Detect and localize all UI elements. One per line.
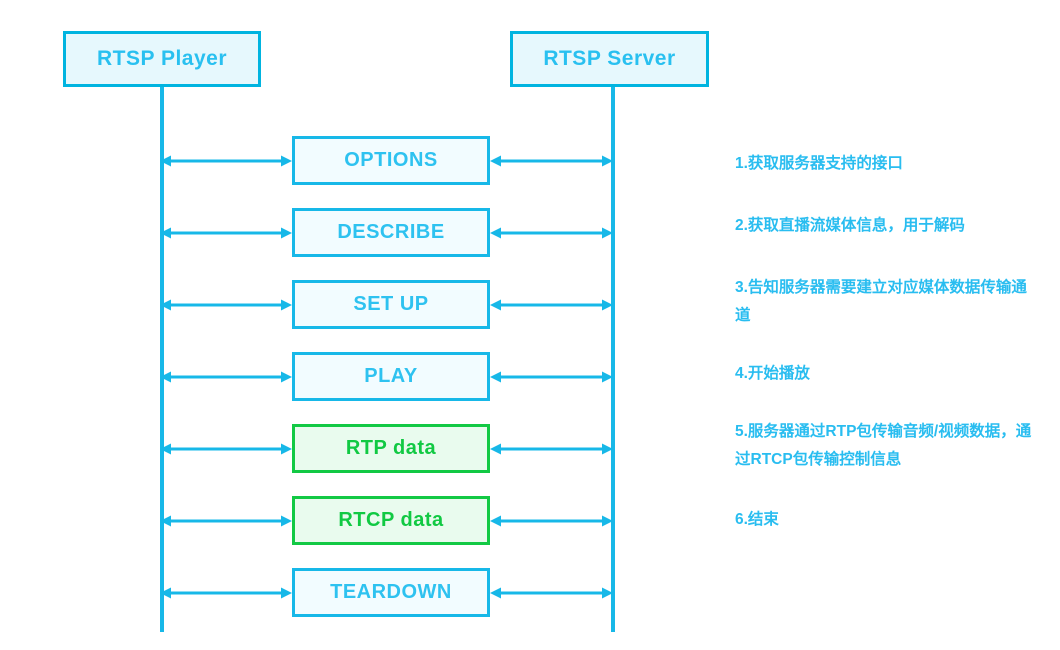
actor-label-rtsp-server: RTSP Server xyxy=(543,47,676,70)
arrow-rtp-data-right xyxy=(490,442,613,456)
arrow-describe-left xyxy=(160,226,292,240)
note-3: 3.告知服务器需要建立对应媒体数据传输通道 xyxy=(735,279,1027,324)
arrow-rtp-data-left xyxy=(160,442,292,456)
arrow-teardown-left xyxy=(160,586,292,600)
arrow-set-up-left xyxy=(160,298,292,312)
arrow-describe-right xyxy=(490,226,613,240)
message-box-play: PLAY xyxy=(292,352,490,401)
actor-box-rtsp-player: RTSP Player xyxy=(63,31,261,87)
note-1: 1.获取服务器支持的接口 xyxy=(735,155,903,172)
message-label-rtp-data: RTP data xyxy=(345,437,437,459)
actor-box-rtsp-server: RTSP Server xyxy=(510,31,709,87)
note-5: 5.服务器通过RTP包传输音频/视频数据，通过RTCP包传输控制信息 xyxy=(735,423,1032,468)
note-4: 4.开始播放 xyxy=(735,365,810,382)
note-2: 2.获取直播流媒体信息，用于解码 xyxy=(735,217,965,234)
note-6: 6.结束 xyxy=(735,511,779,528)
message-label-describe: DESCRIBE xyxy=(337,221,445,243)
message-label-options: OPTIONS xyxy=(344,149,438,171)
actor-label-rtsp-player: RTSP Player xyxy=(96,47,227,70)
arrow-play-right xyxy=(490,370,613,384)
message-box-rtcp-data: RTCP data xyxy=(292,496,490,545)
arrow-teardown-right xyxy=(490,586,613,600)
message-label-play: PLAY xyxy=(364,365,418,387)
arrow-options-right xyxy=(490,154,613,168)
message-box-options: OPTIONS xyxy=(292,136,490,185)
arrow-options-left xyxy=(160,154,292,168)
arrow-set-up-right xyxy=(490,298,613,312)
lifeline-rtsp-server xyxy=(611,87,615,632)
message-box-teardown: TEARDOWN xyxy=(292,568,490,617)
lifeline-rtsp-player xyxy=(160,87,164,632)
arrow-rtcp-data-right xyxy=(490,514,613,528)
message-label-rtcp-data: RTCP data xyxy=(338,509,444,531)
message-label-teardown: TEARDOWN xyxy=(330,581,452,603)
arrow-rtcp-data-left xyxy=(160,514,292,528)
message-box-rtp-data: RTP data xyxy=(292,424,490,473)
message-box-setup: SET UP xyxy=(292,280,490,329)
message-label-setup: SET UP xyxy=(353,293,429,315)
message-box-describe: DESCRIBE xyxy=(292,208,490,257)
arrow-play-left xyxy=(160,370,292,384)
